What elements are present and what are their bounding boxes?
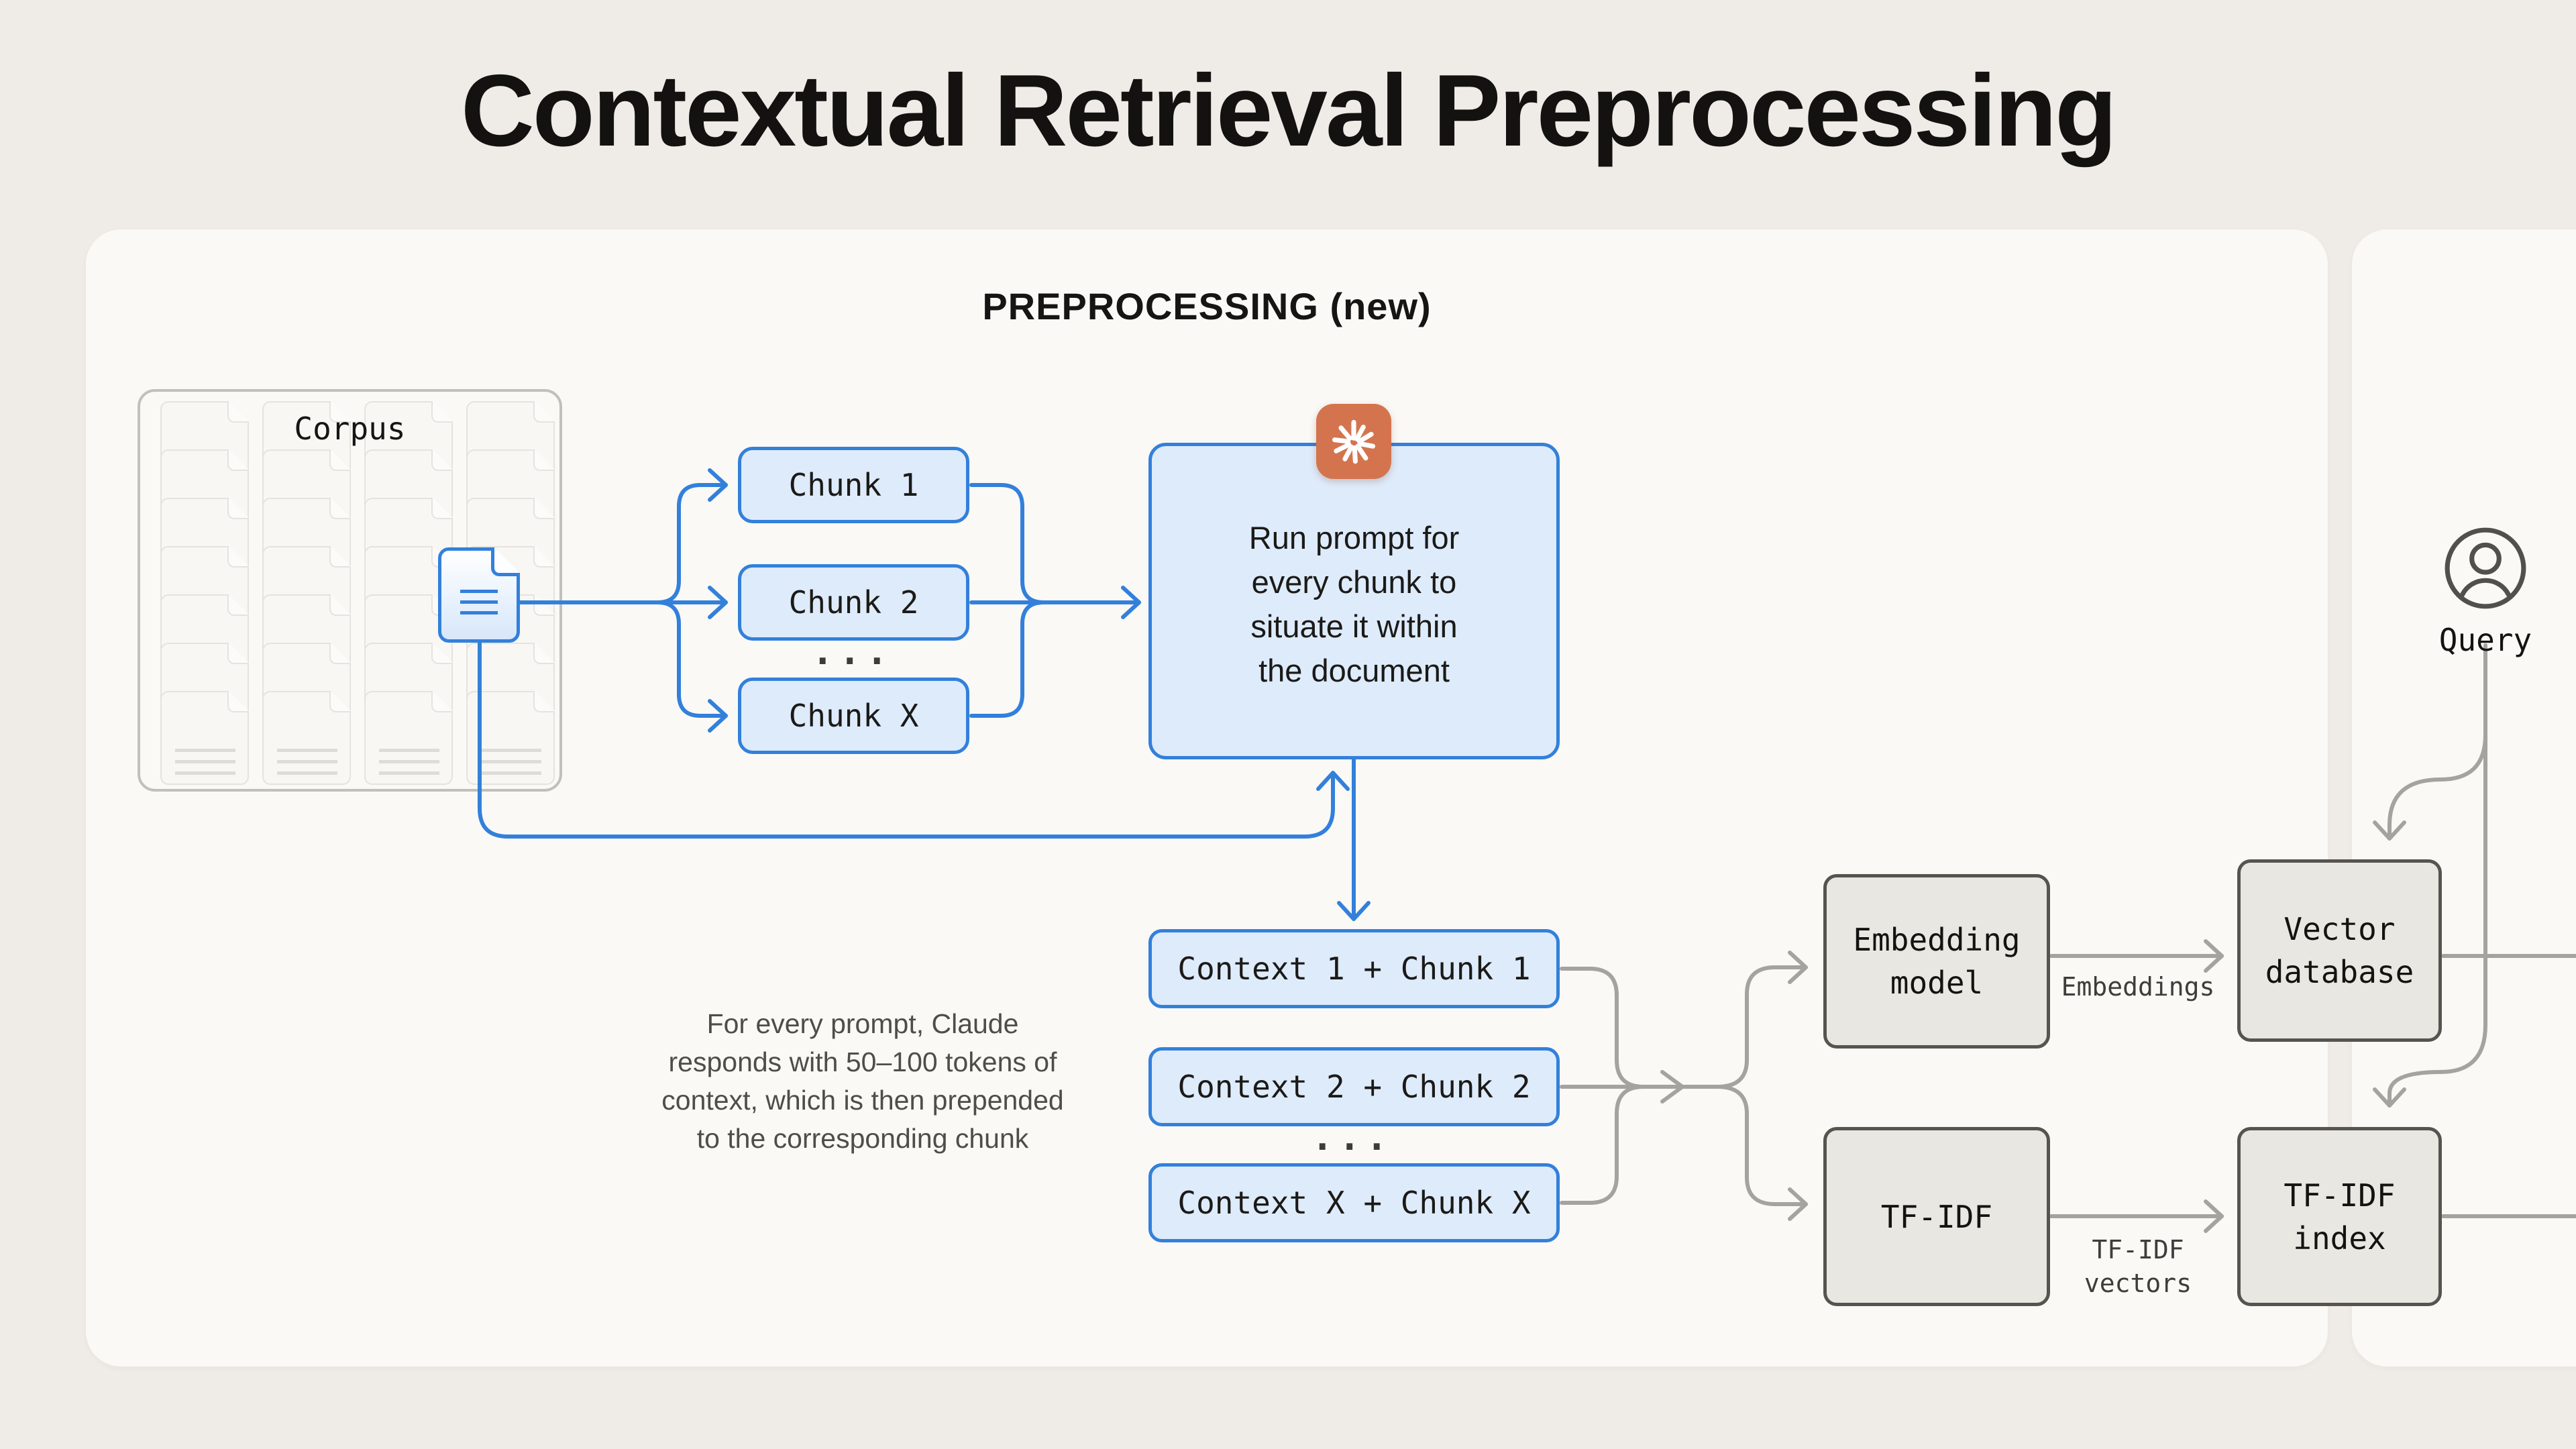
tfidf-index-box: TF-IDF index (2237, 1127, 2442, 1306)
vector-database-box: Vector database (2237, 859, 2442, 1042)
preprocessing-header: PREPROCESSING (new) (86, 284, 2328, 328)
context-note: For every prompt, Claude responds with 5… (661, 1008, 1064, 1154)
context-ellipsis: ... (1311, 1116, 1393, 1159)
corpus-doc-icon (160, 691, 249, 785)
corpus-box (138, 389, 562, 792)
document-text-lines (277, 749, 337, 775)
tfidf-vectors-edge-label: TF-IDF vectors (2084, 1235, 2192, 1298)
chunk-1-box: Chunk 1 (738, 447, 969, 523)
document-text-lines (460, 590, 498, 619)
page-title: Contextual Retrieval Preprocessing (461, 54, 2117, 168)
chunk-x-box: Chunk X (738, 678, 969, 754)
run-prompt-text: Run prompt for every chunk to situate it… (1248, 520, 1460, 688)
corpus-doc-icon (262, 691, 351, 785)
chunk-2-box: Chunk 2 (738, 564, 969, 641)
corpus-doc-icon (364, 691, 453, 785)
run-prompt-box: Run prompt for every chunk to situate it… (1148, 443, 1560, 759)
chunk-ellipsis: ... (812, 631, 894, 673)
blue-flow-arrows (478, 468, 1371, 921)
context-2-box: Context 2 + Chunk 2 (1148, 1047, 1560, 1126)
claude-icon (1316, 404, 1391, 479)
tfidf-box: TF-IDF (1823, 1127, 2050, 1306)
embedding-model-box: Embedding model (1823, 874, 2050, 1049)
preprocessing-header-main: PREPROCESSING (982, 285, 1330, 327)
corpus-label: Corpus (294, 411, 406, 447)
user-icon (2445, 527, 2526, 609)
selected-document-icon (438, 547, 520, 643)
document-text-lines (175, 749, 235, 775)
document-text-lines (481, 749, 541, 775)
context-x-box: Context X + Chunk X (1148, 1163, 1560, 1242)
context-1-box: Context 1 + Chunk 1 (1148, 929, 1560, 1008)
preprocessing-header-suffix: (new) (1330, 285, 1432, 327)
query-group: Query (2398, 525, 2573, 658)
query-label: Query (2438, 622, 2532, 658)
embeddings-edge-label: Embeddings (2061, 972, 2215, 1002)
document-text-lines (379, 749, 439, 775)
claude-starburst-icon (1332, 419, 1376, 464)
gray-flow-arrows (1560, 643, 2576, 1233)
